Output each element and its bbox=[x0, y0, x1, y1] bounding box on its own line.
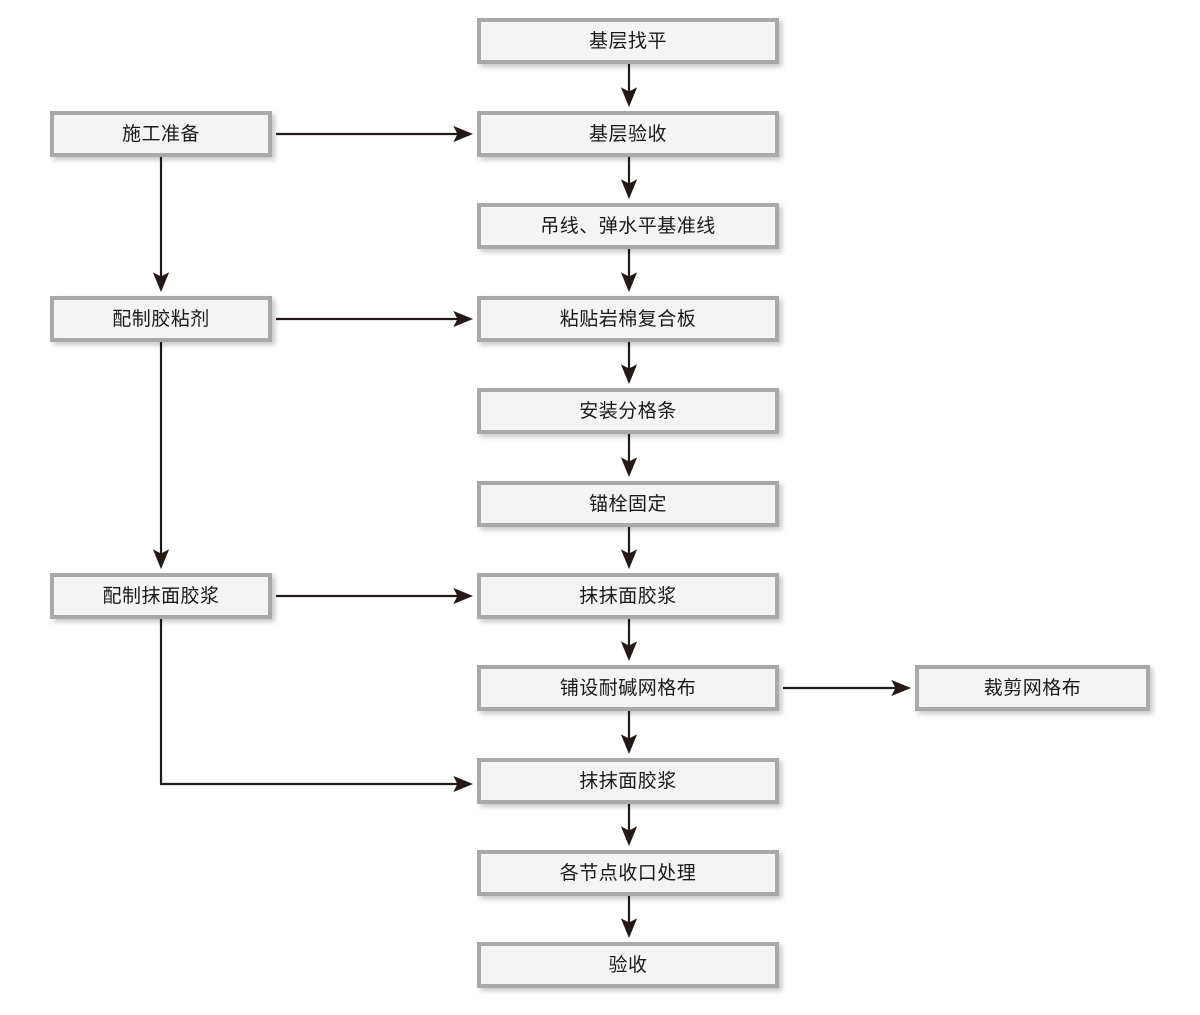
flow-node-center[interactable]: 吊线、弹水平基准线 bbox=[477, 203, 779, 249]
flow-node-label: 施工准备 bbox=[121, 123, 200, 145]
flow-node-label: 裁剪网格布 bbox=[983, 677, 1082, 699]
flow-node-label: 各节点收口处理 bbox=[559, 862, 697, 884]
flow-node-right[interactable]: 裁剪网格布 bbox=[915, 665, 1150, 711]
flow-node-center[interactable]: 基层验收 bbox=[477, 111, 779, 157]
flow-node-label: 铺设耐碱网格布 bbox=[559, 677, 697, 699]
flow-node-center[interactable]: 抹抹面胶浆 bbox=[477, 758, 779, 804]
flow-node-label: 粘贴岩棉复合板 bbox=[559, 308, 697, 330]
flow-edge-elbow bbox=[159, 619, 474, 793]
flow-node-label: 锚栓固定 bbox=[588, 493, 667, 515]
flow-node-center[interactable]: 铺设耐碱网格布 bbox=[477, 665, 779, 711]
flow-node-center[interactable]: 粘贴岩棉复合板 bbox=[477, 296, 779, 342]
flow-node-label: 配制抹面胶浆 bbox=[102, 585, 220, 607]
flow-node-left[interactable]: 配制抹面胶浆 bbox=[50, 573, 272, 619]
flow-node-label: 基层验收 bbox=[588, 123, 667, 145]
flow-node-center[interactable]: 锚栓固定 bbox=[477, 481, 779, 527]
flow-node-label: 吊线、弹水平基准线 bbox=[540, 215, 716, 237]
flow-node-center[interactable]: 抹抹面胶浆 bbox=[477, 573, 779, 619]
flow-node-label: 安装分格条 bbox=[579, 400, 677, 422]
flow-node-left[interactable]: 施工准备 bbox=[50, 111, 272, 157]
flow-node-center[interactable]: 安装分格条 bbox=[477, 388, 779, 434]
flow-node-label: 配制胶粘剂 bbox=[112, 308, 210, 330]
flow-node-center[interactable]: 各节点收口处理 bbox=[477, 850, 779, 896]
flow-node-label: 基层找平 bbox=[588, 30, 667, 52]
flow-node-center[interactable]: 基层找平 bbox=[477, 18, 779, 64]
flow-node-label: 抹抹面胶浆 bbox=[579, 770, 677, 792]
flow-node-label: 验收 bbox=[608, 954, 648, 976]
flow-node-label: 抹抹面胶浆 bbox=[579, 585, 677, 607]
flow-node-center[interactable]: 验收 bbox=[477, 942, 779, 988]
flow-node-left[interactable]: 配制胶粘剂 bbox=[50, 296, 272, 342]
